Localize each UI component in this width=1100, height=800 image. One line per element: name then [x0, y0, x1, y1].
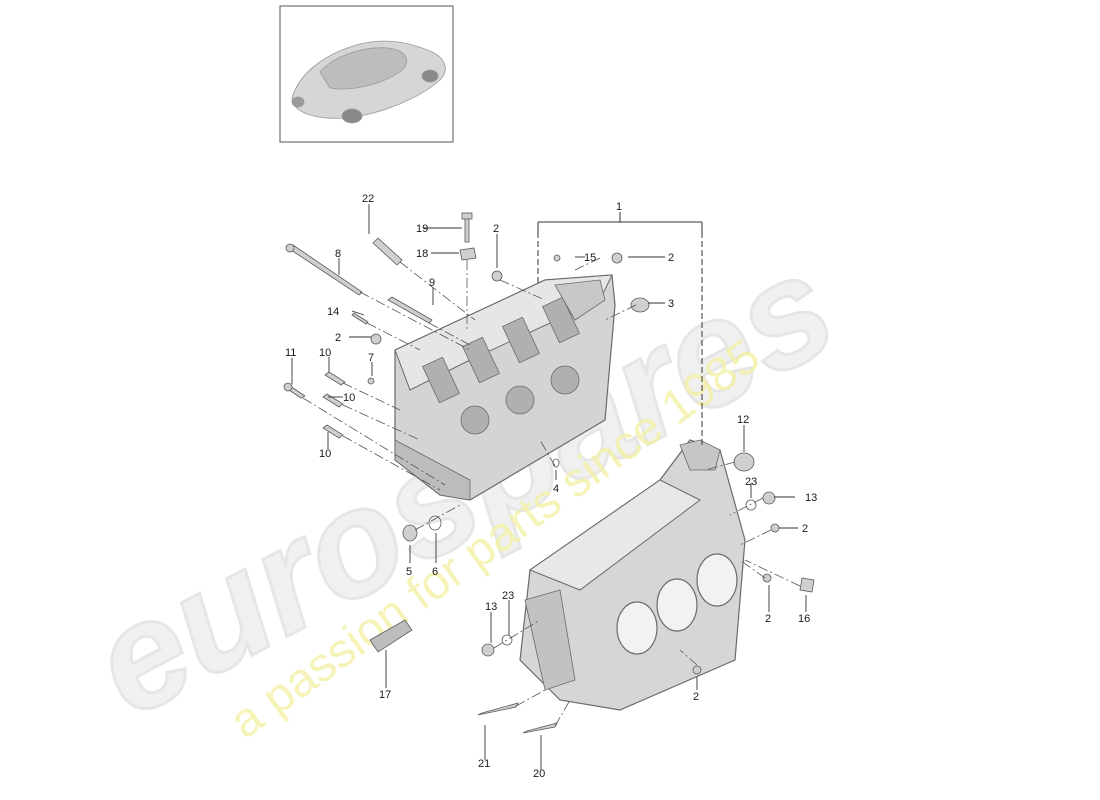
callout-14: 14 — [327, 306, 339, 318]
callout-7: 7 — [368, 352, 374, 364]
leader-lines — [291, 204, 807, 770]
crankcase-upper-half — [394, 274, 616, 501]
callout-4: 4 — [553, 483, 559, 495]
callout-5: 5 — [406, 566, 412, 578]
seal-3 — [630, 297, 650, 313]
assembly-bracket — [537, 212, 703, 445]
callout-17: 17 — [379, 689, 391, 701]
long-bolt-8 — [287, 244, 363, 296]
sleeve-part-22 — [372, 237, 403, 266]
callout-10: 10 — [319, 347, 331, 359]
callout-10: 10 — [319, 448, 331, 460]
callout-2: 2 — [693, 691, 699, 703]
callout-18: 18 — [416, 248, 428, 260]
callout-21: 21 — [478, 758, 490, 770]
callout-13: 13 — [485, 601, 497, 613]
callout-1: 1 — [616, 201, 622, 213]
car-icon — [291, 40, 446, 124]
callout-2: 2 — [493, 223, 499, 235]
stud-21 — [477, 702, 519, 716]
fitting-16 — [799, 577, 815, 593]
fitting-18 — [459, 247, 477, 261]
callout-9: 9 — [429, 277, 435, 289]
callout-6: 6 — [432, 566, 438, 578]
callout-20: 20 — [533, 768, 545, 780]
vehicle-thumbnail — [279, 5, 454, 143]
callout-12: 12 — [737, 414, 749, 426]
plug-5 — [402, 524, 418, 542]
stud-20 — [522, 722, 558, 734]
assembly-lines — [302, 257, 801, 727]
bolt-9 — [387, 296, 433, 324]
callout-23: 23 — [745, 476, 757, 488]
strainer-17 — [369, 619, 413, 653]
callout-2: 2 — [802, 523, 808, 535]
seal-6 — [428, 515, 442, 531]
seal-12 — [733, 452, 755, 472]
callout-2: 2 — [765, 613, 771, 625]
callout-16: 16 — [798, 613, 810, 625]
callout-10: 10 — [343, 392, 355, 404]
crankcase-lower-half — [519, 439, 746, 711]
callout-3: 3 — [668, 298, 674, 310]
callout-15: 15 — [584, 252, 596, 264]
callout-13: 13 — [805, 492, 817, 504]
callout-2: 2 — [668, 252, 674, 264]
stud-14 — [351, 312, 369, 325]
callout-11: 11 — [285, 347, 296, 359]
callout-19: 19 — [416, 223, 428, 235]
callout-2: 2 — [335, 332, 341, 344]
small-parts — [283, 212, 815, 734]
callout-22: 22 — [362, 193, 374, 205]
bolt-19 — [464, 217, 470, 243]
callout-23: 23 — [502, 590, 514, 602]
callout-labels: 1 2 2 2 2 2 2 3 4 5 6 7 8 9 10 10 10 11 … — [285, 193, 817, 780]
callout-8: 8 — [335, 248, 341, 260]
